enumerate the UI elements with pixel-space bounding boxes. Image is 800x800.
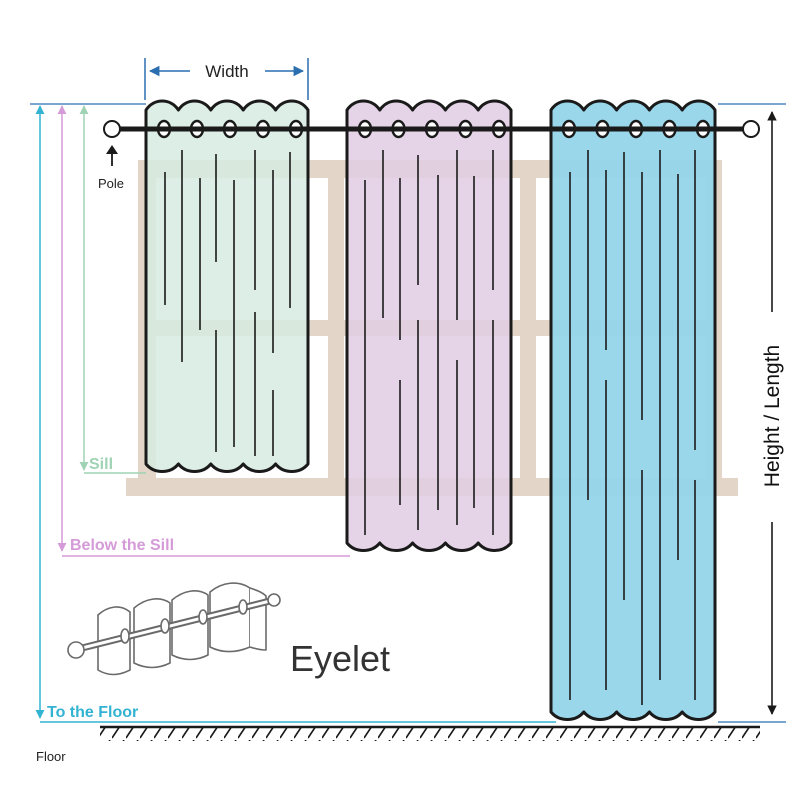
pole-finial-left [103,120,121,138]
floor-hatching [100,727,760,741]
to-floor-label: To the Floor [47,704,138,721]
eyelet-illustration [67,582,281,676]
sill-curtain-panel [144,99,310,473]
sill-measure-line [79,105,146,474]
curtains [144,99,717,721]
pole-through-eyelet [290,126,302,132]
pole-through-eyelet [191,126,203,132]
below-sill-curtain-panel [345,99,513,552]
sill-label: Sill [89,456,113,473]
pole-through-eyelet [493,126,505,132]
floor-measure-line [35,105,556,723]
below-sill-curtain [345,99,513,552]
pole-through-eyelet [459,126,472,132]
width-label: Width [205,62,248,81]
pole-pointer-arrow [106,145,118,166]
pole-finial-right [742,120,760,138]
height-length-label: Height / Length [761,345,784,487]
pole-through-eyelet [663,126,676,132]
pole-through-eyelet [426,126,438,132]
pole-through-eyelet [257,126,269,132]
pole-through-eyelet [224,126,236,132]
floor-label: Floor [36,749,66,764]
pole-label: Pole [98,176,124,191]
below-sill-label: Below the Sill [70,537,174,554]
height-length-dimension [718,103,786,723]
sill-curtain [144,99,310,473]
pole-through-eyelet [563,126,575,132]
pole-through-eyelet [630,126,642,132]
to-floor-curtain [549,99,717,721]
pole-through-eyelet [596,126,609,132]
to-floor-curtain-panel [549,99,717,721]
eyelet-label: Eyelet [290,638,390,679]
pole-through-eyelet [158,126,170,132]
eyelets [156,119,711,139]
pole-through-eyelet [359,126,371,132]
pole-through-eyelet [392,126,405,132]
below-sill-measure-line [57,105,350,557]
width-dimension [144,58,309,100]
pole-through-eyelet [697,126,709,132]
